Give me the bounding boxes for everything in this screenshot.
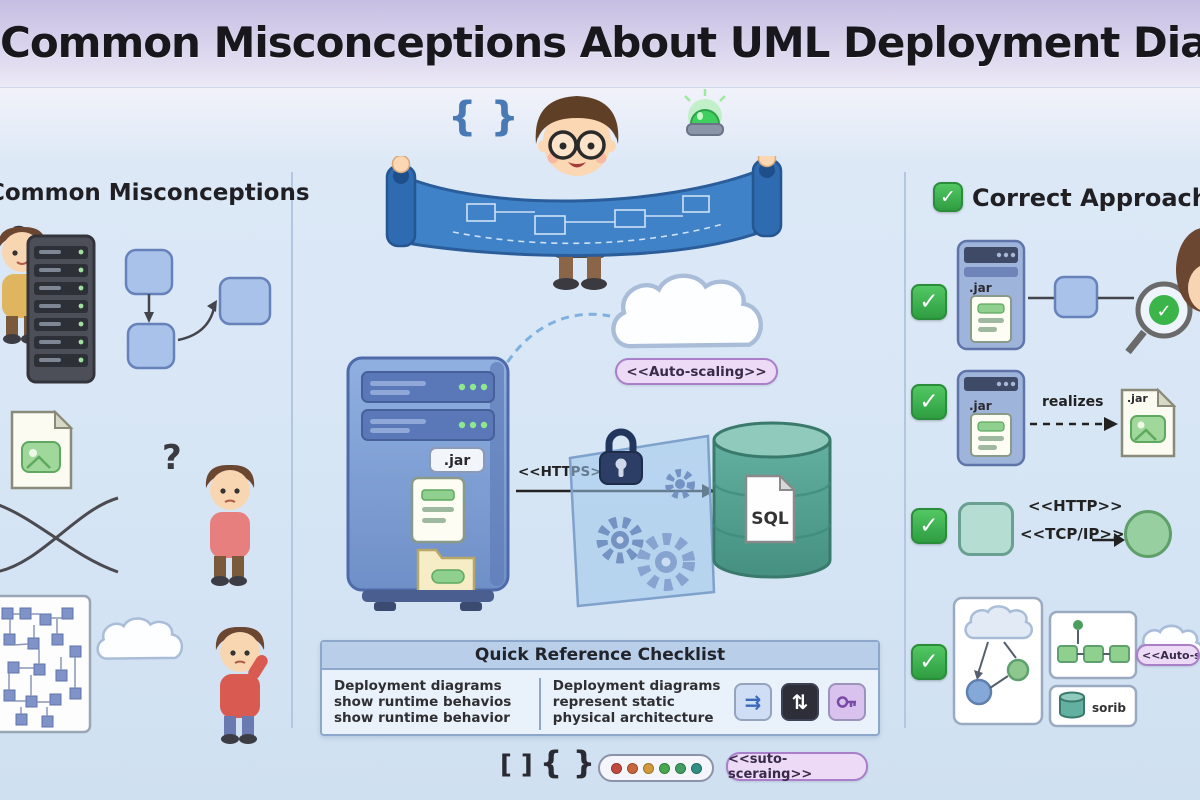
- jar-label: .jar: [444, 453, 471, 469]
- jar-label-doc: .jar: [1127, 392, 1148, 405]
- correct-approach-header: Correct Approach: [972, 184, 1200, 212]
- bracket-symbol: [ ]: [500, 750, 533, 780]
- partial-boy-head: [1176, 228, 1200, 312]
- check-icon-row3: ✓: [911, 508, 947, 544]
- database-illustration: SQL: [712, 421, 832, 579]
- auto-scaling-cloud: [611, 273, 763, 349]
- status-dot-green2: [674, 762, 686, 774]
- deployment-topology-box: [952, 596, 1044, 726]
- green-beacon-icon: [684, 89, 726, 136]
- connector-with-magnifier: ✓: [1028, 275, 1193, 355]
- node-circle: [1124, 510, 1172, 558]
- protocol-arrow: [1092, 533, 1125, 547]
- status-dot-red: [610, 762, 622, 774]
- main-title: Common Misconceptions About UML Deployme…: [0, 18, 1200, 67]
- crossed-lines-illustration: [0, 496, 119, 574]
- database-box: sorib: [1048, 684, 1138, 728]
- auto-scaling-pill: <<Auto-scaling>>: [615, 358, 778, 385]
- left-column-divider: [291, 172, 293, 728]
- quick-reference-checklist: Quick Reference Checklist Deployment dia…: [320, 640, 880, 736]
- check-icon-row1: ✓: [911, 284, 947, 320]
- status-dot-rust: [626, 762, 638, 774]
- curly-braces-symbol-top: { }: [448, 94, 519, 140]
- check-icon-row2: ✓: [911, 384, 947, 420]
- blueprint-scroll-illustration: [385, 156, 783, 258]
- sql-document-label: SQL: [751, 509, 789, 529]
- component-diagram-box: [1048, 610, 1138, 680]
- checklist-title: Quick Reference Checklist: [322, 642, 878, 670]
- checklist-right-text: Deployment diagrams represent static phy…: [552, 678, 721, 726]
- confused-boy-illustration: [205, 464, 255, 586]
- magnifier-check-glyph: ✓: [1156, 301, 1171, 322]
- flowchart-illustration: [124, 248, 272, 370]
- curly-braces-symbol-bottom: { }: [540, 745, 595, 781]
- check-icon-header: ✓: [933, 182, 963, 212]
- cloud-icon-left: [96, 617, 184, 660]
- right-column-divider: [904, 172, 906, 728]
- boy-face-illustration: [535, 96, 619, 176]
- dashed-connector-curve: [498, 312, 611, 375]
- status-dot-orange: [642, 762, 654, 774]
- node-square: [958, 502, 1014, 556]
- auto-scaling-pill-clipped: <<Auto-scaling>>: [1136, 644, 1200, 666]
- question-mark-2: ?: [162, 438, 182, 478]
- title-banner: [0, 0, 1200, 88]
- garbled-auto-scaling-pill: <<suto-sceraing>>: [726, 752, 868, 782]
- misconceptions-header: Common Misconceptions: [0, 180, 310, 206]
- artifact-server-icon-1: .jar: [956, 239, 1026, 351]
- server-tower-illustration: .jar: [346, 356, 510, 611]
- check-icon-row4: ✓: [911, 644, 947, 680]
- checklist-divider: [538, 678, 541, 730]
- status-dot-teal: [690, 762, 702, 774]
- artifact-server-icon-2: .jar: [956, 369, 1026, 467]
- key-icon: [828, 683, 866, 721]
- padlock-icon: [599, 428, 643, 485]
- jar-label-r1: .jar: [969, 281, 992, 295]
- jar-document-icon: .jar: [1120, 387, 1177, 458]
- realizes-dashed-arrow: [1030, 417, 1118, 431]
- updown-arrows-icon: ⇅: [781, 683, 819, 721]
- garbled-db-label: sorib: [1092, 701, 1126, 715]
- boy-shrugging-illustration: [215, 626, 268, 744]
- status-dot-green: [658, 762, 670, 774]
- checklist-left-text: Deployment diagrams show runtime behavio…: [334, 678, 512, 726]
- status-dots-pill: [598, 754, 714, 782]
- jar-label-r2: .jar: [969, 399, 992, 413]
- server-rack-illustration: [26, 234, 96, 384]
- circuit-diagram-illustration: [0, 594, 92, 734]
- transition-arrows-icon: ⇉: [734, 683, 772, 721]
- http-label: <<HTTP>>: [1028, 497, 1123, 515]
- image-document-icon: [10, 409, 74, 490]
- tcpip-label: <<TCP/IP>>: [1020, 525, 1125, 543]
- realizes-label: realizes: [1042, 394, 1104, 410]
